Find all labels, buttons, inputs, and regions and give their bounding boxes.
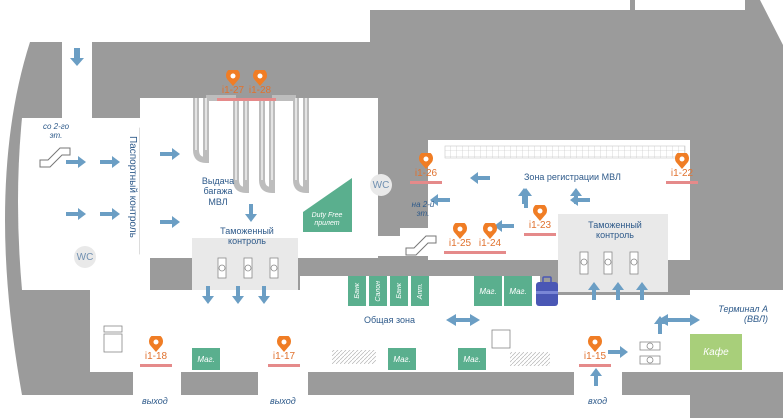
info-point-pin[interactable]: i1-28 — [244, 70, 276, 114]
info-point-pin[interactable]: i1-26 — [410, 153, 442, 197]
checkin-counters — [444, 145, 686, 159]
info-point-code: i1-25 — [448, 238, 472, 249]
map-pin-icon — [149, 336, 163, 352]
shop-store[interactable]: Маг. — [474, 276, 502, 306]
customs-checkpoint-icon — [579, 251, 639, 275]
duty-free-label: Duty Free прилет — [311, 212, 343, 227]
wc-icon: WC — [74, 246, 96, 268]
info-point-pin[interactable]: i1-23 — [524, 205, 556, 249]
info-point-code: i1-23 — [528, 220, 552, 231]
label-checkin-zone: Зона регистрации МВЛ — [524, 172, 621, 182]
label-from-2nd-floor: со 2-го эт. — [42, 122, 70, 141]
label-to-2nd-floor: на 2-й эт. — [411, 200, 435, 219]
info-point-pin[interactable]: i1-18 — [140, 336, 172, 380]
info-point-code: i1-27 — [221, 85, 245, 96]
info-point-code: i1-15 — [583, 351, 607, 362]
shop-bank[interactable]: Банк — [348, 276, 366, 306]
map-pin-icon — [533, 205, 547, 221]
label-exit: выход — [142, 396, 168, 406]
map-pin-icon — [483, 223, 497, 239]
shop-store[interactable]: Маг. — [192, 348, 220, 370]
label-entrance: вход — [588, 396, 608, 406]
map-pin-icon — [419, 153, 433, 169]
label-exit: выход — [270, 396, 296, 406]
map-pin-icon — [253, 70, 267, 86]
baggage-carousel — [193, 95, 309, 194]
info-point-code: i1-26 — [414, 168, 438, 179]
label-customs-left: Таможенный контроль — [220, 226, 274, 247]
info-point-pin[interactable]: i1-25 — [444, 223, 476, 267]
arrow-icon — [66, 48, 700, 386]
info-point-pin[interactable]: i1-22 — [666, 153, 698, 197]
label-passport-control: Паспортный контроль — [127, 136, 138, 238]
exit-mid-gate — [258, 372, 308, 396]
duty-free-shop — [303, 178, 352, 232]
shop-bank[interactable]: Банк — [390, 276, 408, 306]
exit-left-gate — [133, 372, 181, 396]
escalator-icon — [39, 147, 437, 256]
shop-pharmacy[interactable]: Апт. — [411, 276, 429, 306]
map-pin-icon — [226, 70, 240, 86]
luggage-icon — [536, 276, 558, 306]
cafe[interactable]: Кафе — [690, 334, 742, 370]
shop-store[interactable]: Маг. — [458, 348, 486, 370]
map-pin-icon — [675, 153, 689, 169]
info-point-code: i1-18 — [144, 351, 168, 362]
customs-right-area — [558, 214, 668, 292]
label-baggage-claim: Выдача багажа МВЛ — [201, 176, 235, 207]
shop-salon[interactable]: Салон — [369, 276, 387, 306]
shop-store[interactable]: Маг. — [388, 348, 416, 370]
map-pin-icon — [277, 336, 291, 352]
label-terminal-a: Терминал А (ВВЛ) — [718, 304, 768, 325]
info-point-code: i1-22 — [670, 168, 694, 179]
info-point-pin[interactable]: i1-24 — [474, 223, 506, 267]
label-customs-right: Таможенный контроль — [588, 220, 642, 241]
elevator-icon — [103, 325, 511, 353]
label-common-zone: Общая зона — [364, 315, 415, 325]
customs-checkpoint-icon — [639, 341, 661, 365]
customs-checkpoint-icon — [217, 257, 279, 279]
info-point-pin[interactable]: i1-27 — [217, 70, 249, 114]
info-point-code: i1-17 — [272, 351, 296, 362]
info-point-code: i1-24 — [478, 238, 502, 249]
wc-icon: WC — [370, 174, 392, 196]
map-pin-icon — [453, 223, 467, 239]
info-point-pin[interactable]: i1-17 — [268, 336, 300, 380]
map-pin-icon — [588, 336, 602, 352]
info-point-code: i1-28 — [248, 85, 272, 96]
shop-store[interactable]: Маг. — [504, 276, 532, 306]
info-point-pin[interactable]: i1-15 — [579, 336, 611, 380]
